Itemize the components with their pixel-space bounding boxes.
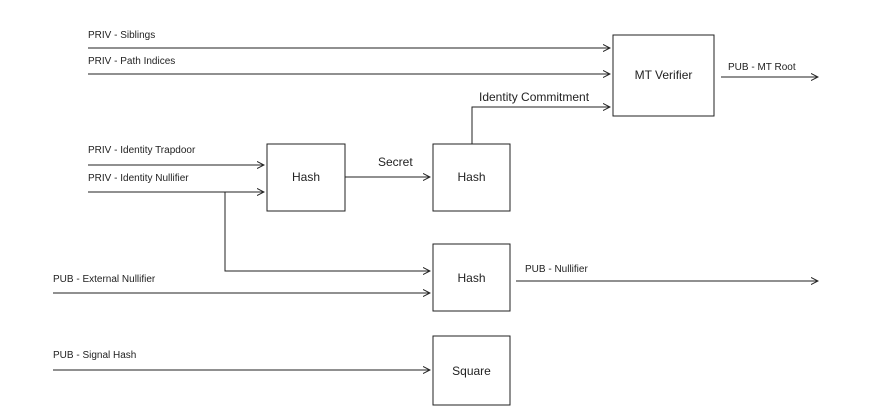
path-indices-label: PRIV - Path Indices [88,56,175,67]
external-nullifier-label: PUB - External Nullifier [53,274,156,285]
identity-nullifier-label: PRIV - Identity Nullifier [88,173,189,184]
secret-label: Secret [378,155,413,169]
nullifier-output: PUB - Nullifier [516,264,818,281]
hash-commitment-label: Hash [457,170,485,184]
square-block: Square [432,335,511,406]
identity-commitment-signal: Identity Commitment [471,90,610,144]
secret-signal: Secret [345,155,430,177]
siblings-input: PRIV - Siblings [88,30,610,48]
mt-verifier-block: MT Verifier [612,34,715,117]
hash-nullifier-label: Hash [457,271,485,285]
mt-root-label: PUB - MT Root [728,62,796,73]
signal-hash-label: PUB - Signal Hash [53,350,136,361]
siblings-label: PRIV - Siblings [88,30,155,41]
path-indices-input: PRIV - Path Indices [88,56,610,74]
signal-hash-input: PUB - Signal Hash [53,350,430,370]
square-label: Square [452,364,491,378]
nullifier-label: PUB - Nullifier [525,264,588,275]
hash-secret-block: Hash [266,143,346,212]
identity-trapdoor-input: PRIV - Identity Trapdoor [88,145,264,165]
hash-secret-label: Hash [292,170,320,184]
hash-nullifier-block: Hash [432,243,511,312]
identity-nullifier-branch-wire [224,192,430,271]
identity-commitment-label: Identity Commitment [479,90,590,104]
hash-commitment-block: Hash [432,143,511,212]
mt-root-output: PUB - MT Root [721,62,818,77]
identity-nullifier-input: PRIV - Identity Nullifier [88,173,264,192]
identity-commitment-wire [471,107,610,144]
external-nullifier-input: PUB - External Nullifier [53,274,430,293]
mt-verifier-label: MT Verifier [635,68,693,82]
identity-trapdoor-label: PRIV - Identity Trapdoor [88,145,196,156]
